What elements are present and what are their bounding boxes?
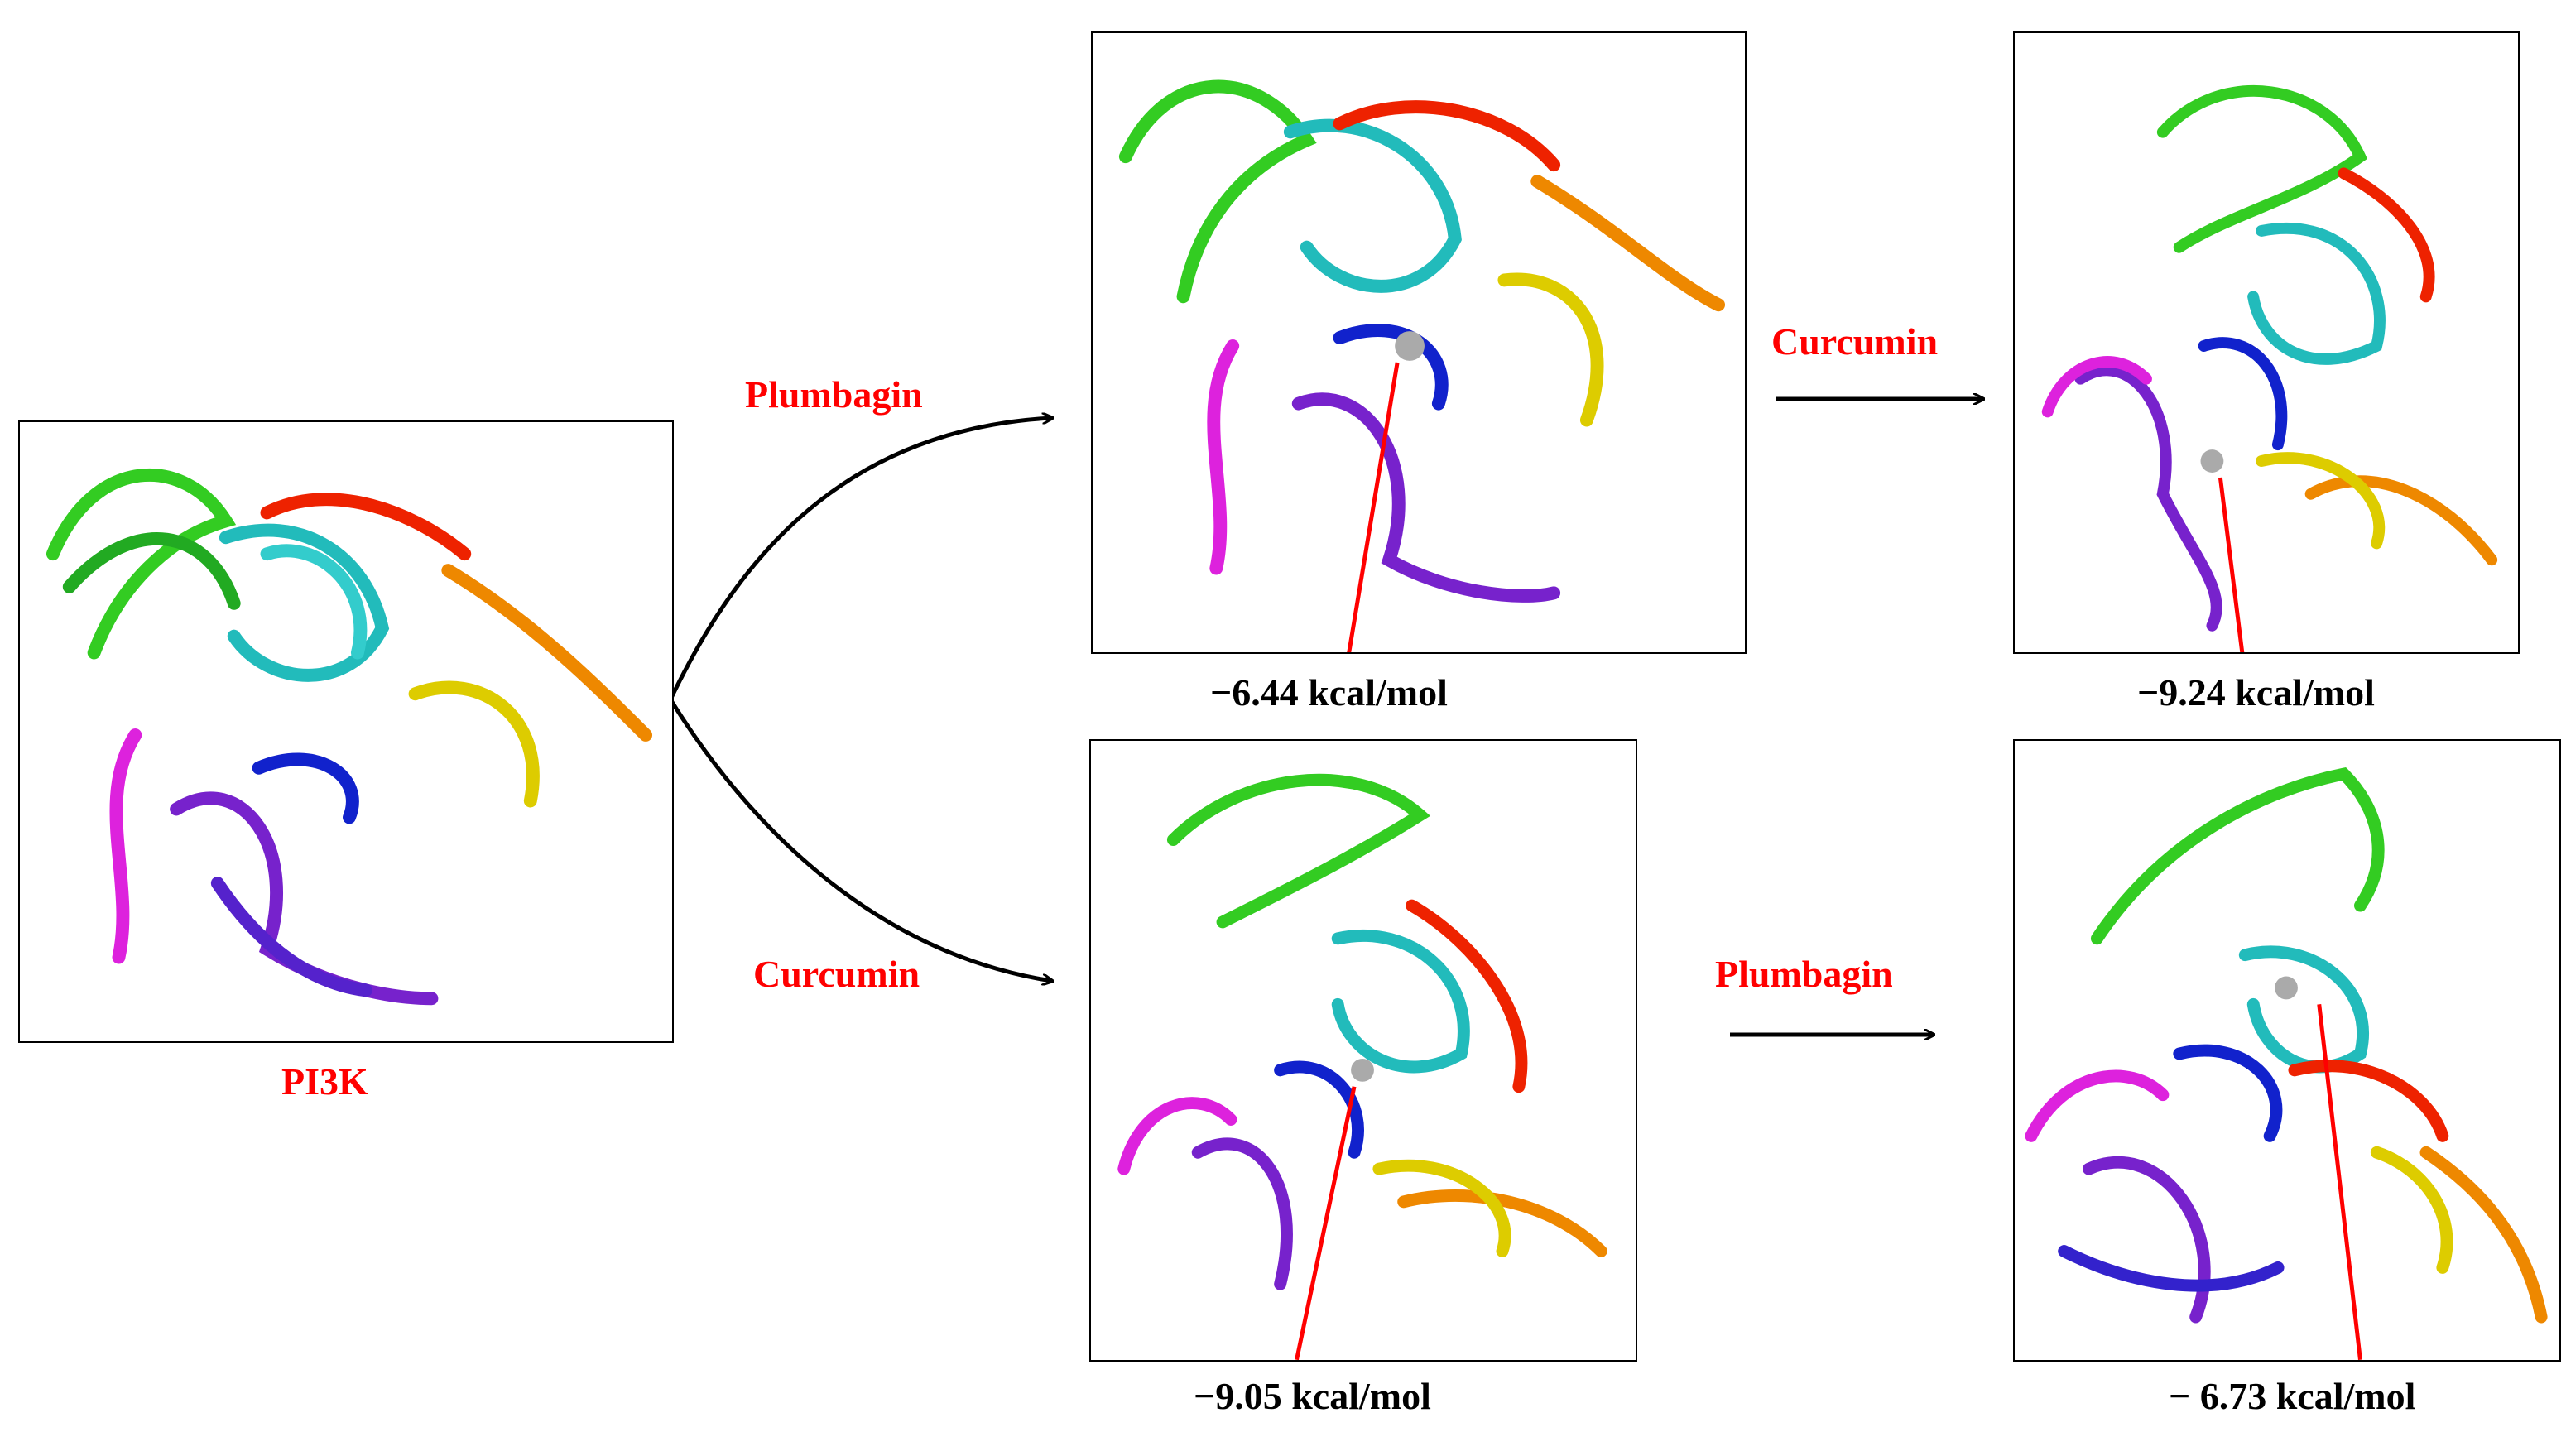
bottom-second-energy-label: − 6.73 kcal/mol — [2169, 1375, 2416, 1417]
top-first-ligand-label: Plumbagin — [745, 373, 923, 416]
pi3k-label: PI3K — [281, 1060, 368, 1103]
arrow-to-plumbagin — [668, 418, 1051, 701]
top-second-energy-label: −9.24 kcal/mol — [2137, 671, 2375, 714]
plumbagin-binding-pointer — [1347, 362, 1400, 652]
curcumin-ligand-marker — [2200, 449, 2224, 473]
plumbagin-docked-panel — [1091, 31, 1747, 654]
curcumin-plumbagin-docked-panel — [2013, 739, 2561, 1362]
curcumin-docked-image — [1117, 773, 1607, 1360]
arrow-to-curcumin — [668, 698, 1051, 981]
pi3k-structure-panel — [18, 420, 674, 1043]
curcumin-plumbagin-docked-image — [2025, 766, 2548, 1360]
plumbagin-curcumin-docked-image — [2041, 84, 2498, 652]
top-second-ligand-label: Curcumin — [1771, 320, 1939, 363]
curcumin-docked-panel — [1089, 739, 1637, 1362]
curcumin-ligand-marker — [1351, 1058, 1374, 1082]
bottom-first-ligand-label: Curcumin — [753, 953, 920, 995]
plumbagin-curcumin-docked-panel — [2013, 31, 2520, 654]
plumbagin-docked-image — [1118, 79, 1726, 652]
plumbagin-ligand-marker — [1395, 331, 1425, 361]
curcumin-binding-pointer — [1295, 1086, 1357, 1360]
plumbagin-ligand-marker — [2275, 976, 2298, 1000]
curcumin-binding-pointer — [2218, 477, 2245, 652]
bottom-first-energy-label: −9.05 kcal/mol — [1194, 1375, 1431, 1417]
bottom-second-ligand-label: Plumbagin — [1715, 953, 1893, 995]
top-first-energy-label: −6.44 kcal/mol — [1210, 671, 1448, 714]
pi3k-protein-image — [46, 469, 653, 1006]
plumbagin-binding-pointer — [2317, 1004, 2362, 1360]
